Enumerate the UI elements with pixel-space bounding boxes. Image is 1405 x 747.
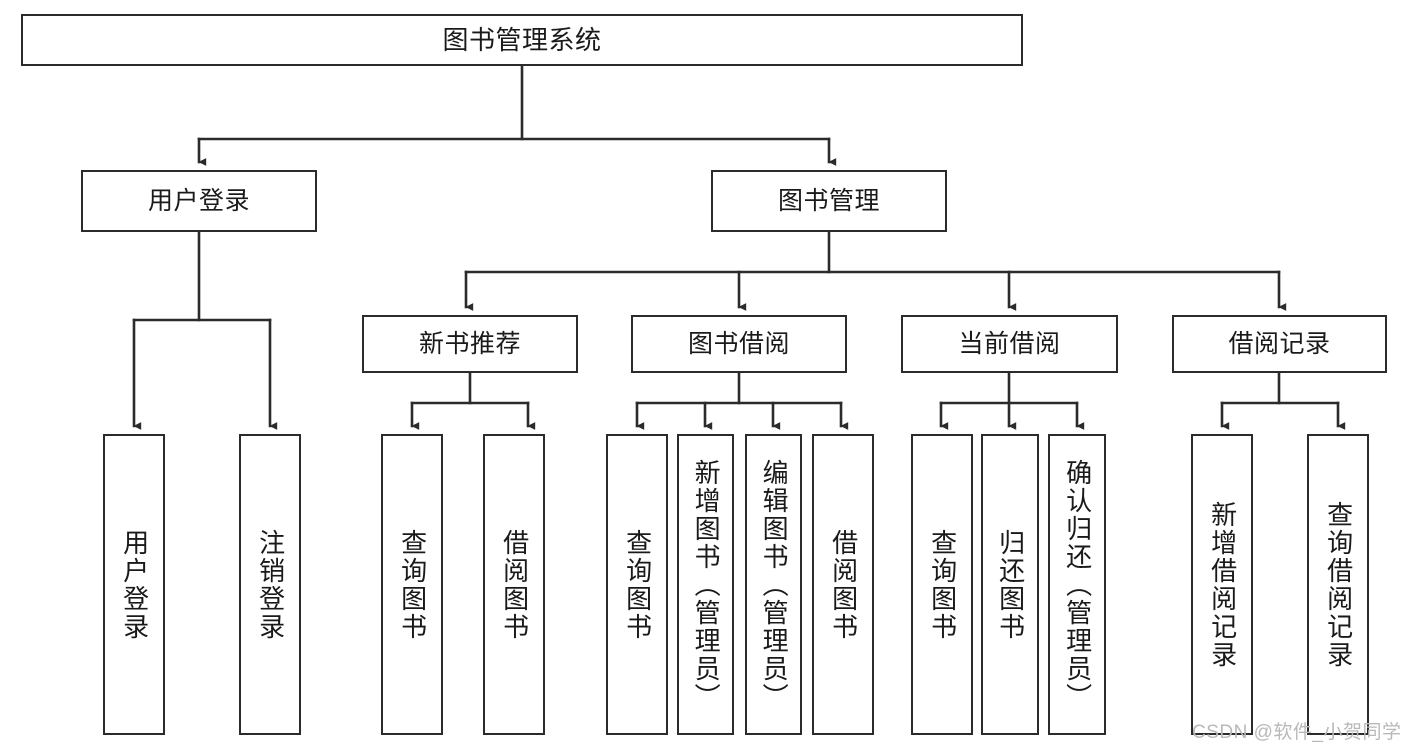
node-leaf-add-borrow-record[interactable]: 新增借阅记录 bbox=[1191, 434, 1253, 735]
node-label: 查询图书 bbox=[622, 528, 653, 641]
node-label: 查询图书 bbox=[927, 528, 958, 641]
node-leaf-query-book-1[interactable]: 查询图书 bbox=[381, 434, 443, 735]
node-current-borrow[interactable]: 当前借阅 bbox=[901, 315, 1118, 373]
node-label: 新增借阅记录 bbox=[1207, 500, 1238, 669]
node-label: 当前借阅 bbox=[958, 329, 1061, 358]
node-system-title[interactable]: 图书管理系统 bbox=[21, 14, 1023, 66]
node-label: 图书借阅 bbox=[687, 329, 790, 358]
node-label: 新增图书（管理员） bbox=[691, 458, 722, 711]
node-label: 图书管理 bbox=[777, 186, 880, 215]
node-user-login[interactable]: 用户登录 bbox=[81, 170, 317, 232]
node-label: 借阅图书 bbox=[499, 528, 530, 641]
node-leaf-edit-book[interactable]: 编辑图书（管理员） bbox=[745, 434, 802, 735]
node-label: 用户登录 bbox=[119, 528, 150, 641]
node-new-book-recommend[interactable]: 新书推荐 bbox=[362, 315, 578, 373]
node-leaf-return-book[interactable]: 归还图书 bbox=[981, 434, 1039, 735]
node-book-borrow[interactable]: 图书借阅 bbox=[631, 315, 847, 373]
node-leaf-user-login[interactable]: 用户登录 bbox=[103, 434, 165, 735]
node-label: 借阅图书 bbox=[828, 528, 859, 641]
node-label: 查询借阅记录 bbox=[1323, 500, 1354, 669]
node-leaf-query-book-2[interactable]: 查询图书 bbox=[606, 434, 668, 735]
node-leaf-borrow-book-1[interactable]: 借阅图书 bbox=[483, 434, 545, 735]
node-leaf-add-book[interactable]: 新增图书（管理员） bbox=[677, 434, 734, 735]
node-leaf-borrow-book-2[interactable]: 借阅图书 bbox=[812, 434, 874, 735]
node-borrow-record[interactable]: 借阅记录 bbox=[1172, 315, 1387, 373]
node-label: 确认归还（管理员） bbox=[1062, 458, 1093, 711]
node-leaf-logout-login[interactable]: 注销登录 bbox=[239, 434, 301, 735]
node-label: 编辑图书（管理员） bbox=[759, 458, 790, 711]
node-label: 借阅记录 bbox=[1228, 329, 1331, 358]
node-label: 新书推荐 bbox=[418, 329, 521, 358]
node-label: 注销登录 bbox=[255, 528, 286, 641]
node-leaf-query-borrow-record[interactable]: 查询借阅记录 bbox=[1307, 434, 1369, 735]
node-label: 用户登录 bbox=[147, 186, 250, 215]
node-leaf-confirm-return[interactable]: 确认归还（管理员） bbox=[1048, 434, 1106, 735]
node-label: 归还图书 bbox=[995, 528, 1026, 641]
node-label: 查询图书 bbox=[397, 528, 428, 641]
node-label: 图书管理系统 bbox=[442, 25, 602, 55]
node-book-management[interactable]: 图书管理 bbox=[711, 170, 947, 232]
node-leaf-query-book-3[interactable]: 查询图书 bbox=[911, 434, 973, 735]
watermark-text: CSDN @软件_小贺同学 bbox=[1192, 722, 1402, 743]
